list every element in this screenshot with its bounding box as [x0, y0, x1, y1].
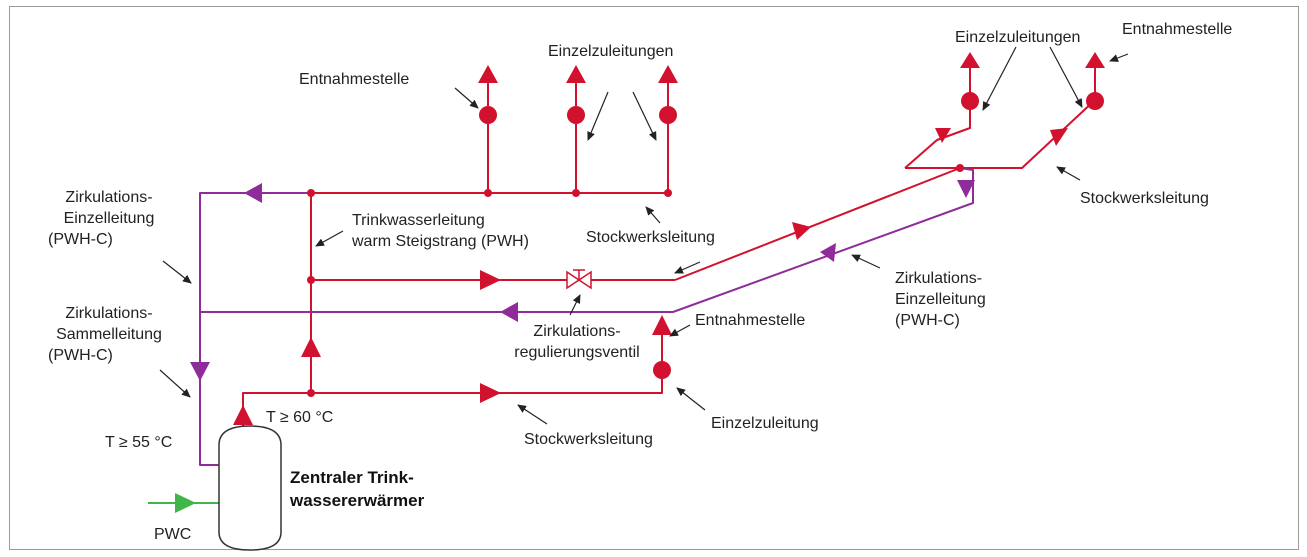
label-zirkulations-regulierungsventil: Zirkulations- regulierungsventil [514, 323, 640, 361]
label-entnahmestelle-mid: Entnahmestelle [695, 312, 806, 329]
label-stockwerksleitung-bottom: Stockwerksleitung [524, 431, 653, 448]
label-temperature-hot: T ≥ 60 °C [266, 409, 334, 426]
label-stockwerksleitung-right: Stockwerksleitung [1080, 190, 1209, 207]
water-heater-tank [218, 425, 282, 551]
label-water-heater: Zentraler Trink- wassererwärmer [290, 468, 425, 510]
label-entnahmestelle-top-right: Entnahmestelle [1122, 21, 1233, 38]
label-temperature-circulation: T ≥ 55 °C [105, 434, 173, 451]
circulation-valve-icon [566, 269, 592, 290]
pointer-arrows [159, 46, 1129, 425]
tapping-points [479, 92, 1104, 379]
label-stockwerksleitung-mid: Stockwerksleitung [586, 229, 715, 246]
right-floor-pipe [905, 65, 1096, 169]
label-einzelzuleitung-bottom: Einzelzuleitung [711, 415, 819, 432]
label-trinkwasserleitung: Trinkwasserleitung warm Steigstrang (PWH… [352, 212, 529, 250]
label-zirkulations-einzelleitung-left: Zirkulations- Einzelleitung (PWH-C) [48, 189, 155, 248]
label-einzelzuleitungen-top-right: Einzelzuleitungen [955, 29, 1081, 46]
label-pwc: PWC [154, 526, 192, 543]
label-zirkulations-sammelleitung: Zirkulations- Sammelleitung (PWH-C) [48, 305, 162, 364]
flow-arrows [175, 52, 1105, 513]
diagram-frame [9, 6, 1299, 550]
label-einzelzuleitungen-top-mid: Einzelzuleitungen [548, 43, 674, 60]
label-zirkulations-einzelleitung-right: Zirkulations- Einzelleitung (PWH-C) [895, 270, 986, 329]
junction-dots [307, 164, 964, 397]
label-entnahmestelle-top-left: Entnahmestelle [299, 71, 410, 88]
